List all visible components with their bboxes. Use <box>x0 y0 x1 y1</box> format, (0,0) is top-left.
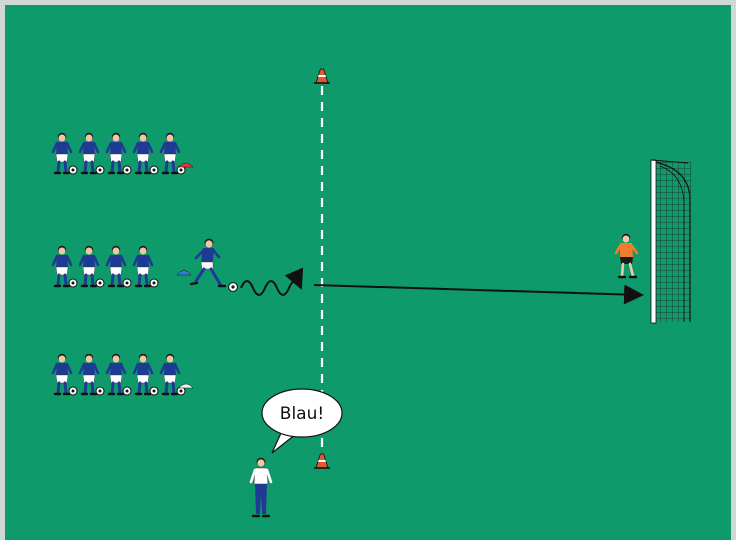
goal <box>651 160 691 323</box>
ball <box>229 283 238 292</box>
speech-bubble-text: Blau! <box>280 404 324 424</box>
